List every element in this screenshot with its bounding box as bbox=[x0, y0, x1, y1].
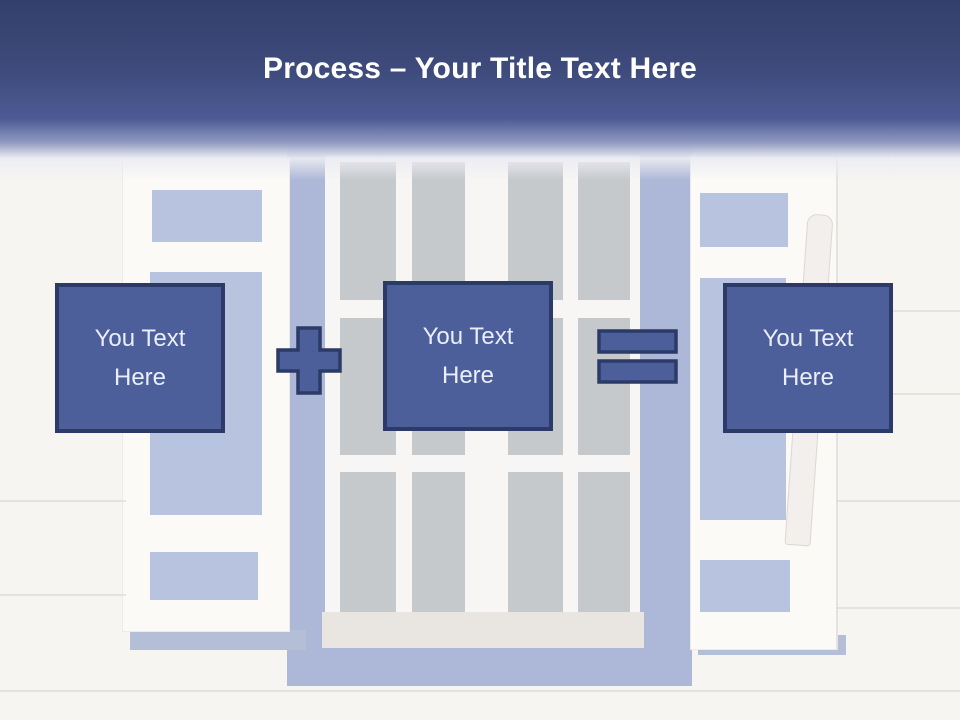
shutter-panel bbox=[150, 552, 258, 600]
window-glass-pane bbox=[412, 162, 465, 300]
window-sill bbox=[322, 612, 644, 648]
wall-siding-line bbox=[0, 500, 126, 502]
header-band: Process – Your Title Text Here bbox=[0, 0, 960, 180]
window-glass-pane bbox=[578, 472, 630, 612]
wall-siding-line bbox=[836, 500, 960, 502]
process-box-3[interactable]: You Text Here bbox=[723, 283, 893, 433]
title-emphasis: Process bbox=[263, 52, 382, 85]
shutter-panel bbox=[152, 190, 262, 242]
equals-icon bbox=[597, 329, 678, 384]
window-glass-pane bbox=[412, 472, 465, 612]
shutter-panel bbox=[700, 193, 788, 247]
plus-icon bbox=[276, 326, 342, 395]
left-shutter-shadow bbox=[130, 630, 306, 650]
title-remainder: – Your Title Text Here bbox=[381, 52, 697, 85]
wall-siding-line bbox=[836, 607, 960, 609]
window-glass-pane bbox=[508, 162, 563, 300]
window-glass-pane bbox=[340, 472, 396, 612]
box-label: You Text Here bbox=[94, 325, 186, 391]
wall-siding-line bbox=[836, 393, 960, 395]
slide-title[interactable]: Process – Your Title Text Here bbox=[0, 52, 960, 86]
box-label: You Text Here bbox=[422, 323, 514, 389]
box-label: You Text Here bbox=[762, 325, 854, 391]
shutter-panel bbox=[700, 560, 790, 612]
wall-siding-line bbox=[0, 690, 960, 692]
wall-siding-line bbox=[0, 594, 126, 596]
window-glass-pane bbox=[340, 162, 396, 300]
window-glass-pane bbox=[578, 162, 630, 300]
window-glass-pane bbox=[508, 472, 563, 612]
process-box-1[interactable]: You Text Here bbox=[55, 283, 225, 433]
process-box-2[interactable]: You Text Here bbox=[383, 281, 553, 431]
wall-siding-line bbox=[836, 310, 960, 312]
